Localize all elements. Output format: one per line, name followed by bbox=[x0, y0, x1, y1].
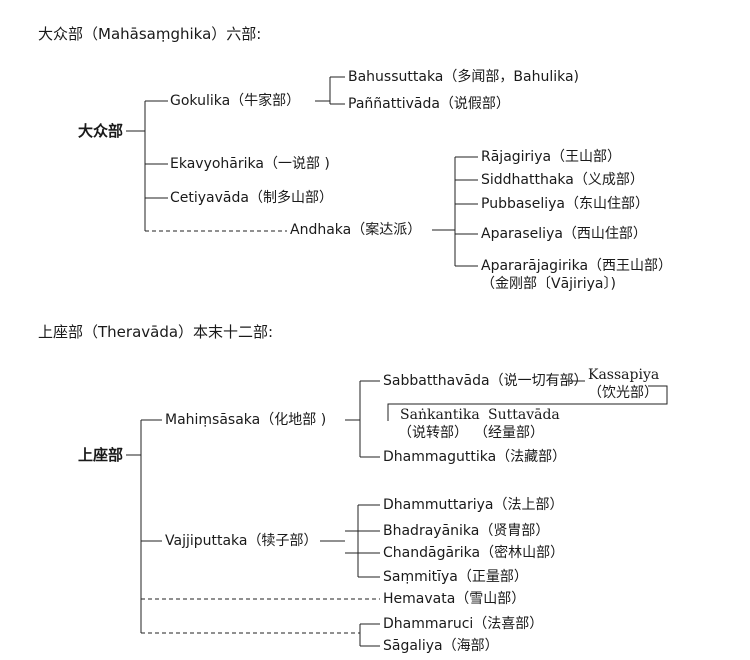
node-sammitiya: Saṃmitīya（正量部） bbox=[383, 569, 528, 585]
node-rajagiriya: Rājagiriya（王山部） bbox=[481, 149, 622, 165]
node-aparaseliya: Aparaseliya（西山住部） bbox=[481, 226, 647, 242]
node-siddhatthaka: Siddhatthaka（义成部） bbox=[481, 172, 644, 188]
section-heading-theravada: 上座部（Theravāda）本末十二部: bbox=[38, 323, 274, 341]
node-sagaliya: Sāgaliya（海部） bbox=[383, 638, 499, 654]
section-heading-mahasamghika: 大众部（Mahāsaṃghika）六部: bbox=[38, 25, 262, 43]
node-bahussuttaka: Bahussuttaka（多闻部，Bahulika) bbox=[348, 69, 579, 85]
node-dhammaguttika: Dhammaguttika（法藏部） bbox=[383, 449, 567, 465]
node-mahimsasaka: Mahiṃsāsaka（化地部 ) bbox=[165, 412, 327, 428]
node-suttavada-cn: （经量部） bbox=[474, 425, 544, 441]
node-pubbaseliya: Pubbaseliya（东山住部） bbox=[481, 196, 649, 212]
node-apararajagirika: Apararājagirika（西王山部） bbox=[481, 258, 673, 274]
node-hemavata: Hemavata（雪山部） bbox=[383, 591, 526, 607]
node-kassapiya: Kassapiya bbox=[588, 367, 660, 383]
node-dhammuttariya: Dhammuttariya（法上部） bbox=[383, 497, 564, 513]
root-node-mahasamghika: 大众部 bbox=[78, 122, 124, 140]
node-cetiyavada: Cetiyavāda（制多山部） bbox=[170, 190, 333, 206]
node-andhaka: Andhaka（案达派） bbox=[290, 222, 422, 238]
node-chandagarika: Chandāgārika（密林山部） bbox=[383, 545, 565, 561]
node-gokulika: Gokulika（牛家部） bbox=[170, 93, 301, 109]
node-vajjiputtaka: Vajjiputtaka（犊子部） bbox=[165, 533, 318, 549]
node-dhammaruci: Dhammaruci（法喜部） bbox=[383, 616, 544, 632]
root-node-theravada: 上座部 bbox=[78, 446, 124, 464]
node-sankantika-cn: （说转部） bbox=[398, 425, 468, 441]
node-sankantika: Saṅkantika bbox=[400, 407, 480, 423]
node-apararajagirika-alias: （金刚部〔Vājiriya〕) bbox=[481, 276, 616, 292]
node-kassapiya-cn: （饮光部） bbox=[588, 385, 658, 401]
node-pannattivada: Paññattivāda（说假部） bbox=[348, 96, 510, 112]
node-ekavyoharika: Ekavyohārika（一说部 ) bbox=[170, 156, 330, 172]
node-sabbatthavada: Sabbatthavāda（说一切有部） bbox=[383, 373, 588, 389]
node-bhadrayanika: Bhadrayānika（贤胄部） bbox=[383, 523, 550, 539]
node-suttavada: Suttavāda bbox=[488, 407, 560, 423]
